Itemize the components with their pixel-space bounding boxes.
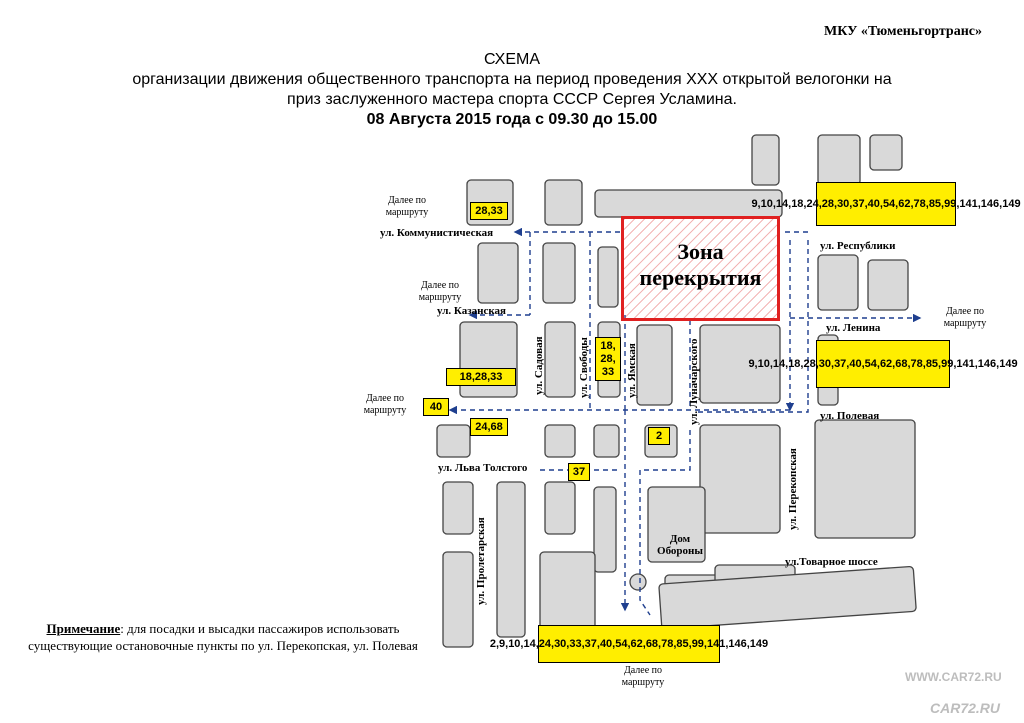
further-line2: маршруту	[363, 405, 407, 416]
scheme-date: 08 Августа 2015 года с 09.30 до 15.00	[366, 111, 658, 128]
route-box-r7: 24,68	[470, 418, 508, 436]
street-yamskaya: ул. Ямская	[626, 343, 638, 398]
further-label-e: Далее по маршруту	[930, 306, 1000, 330]
route-box-r5: 9,10,14,18,28,30,37,40,54,62,68,78,85,99…	[748, 340, 1018, 388]
route-box-r1: 28,33	[470, 202, 508, 220]
further-label-s: Далее по маршруту	[608, 665, 678, 689]
route-box-r3: 18,28,33	[446, 368, 516, 386]
further-line1: Далее по	[945, 306, 985, 317]
street-perekopskaya: ул. Перекопская	[787, 448, 799, 530]
watermark-logo: CAR72.RU	[930, 700, 1001, 716]
closure-zone-label-1: Зона	[677, 239, 724, 264]
city-blocks	[436, 134, 917, 648]
route-box-r6: 40	[423, 398, 449, 416]
street-kommunisticheskaya: ул. Коммунистическая	[380, 227, 494, 239]
further-label-w2: Далее по маршруту	[350, 393, 420, 417]
street-svobody: ул. Свободы	[578, 337, 590, 398]
building-name-line2: Обороны	[657, 545, 703, 557]
further-line2: маршруту	[943, 318, 987, 329]
street-lva-tolstogo: ул. Льва Толстого	[438, 462, 528, 474]
street-respubliki: ул. Республики	[820, 240, 896, 252]
further-label-nw: Далее по маршруту	[372, 195, 442, 219]
further-line2: маршруту	[385, 207, 429, 218]
street-proletarskaya: ул. Пролетарская	[475, 517, 487, 605]
street-lenina: ул. Ленина	[826, 322, 881, 334]
note-label: Примечание	[46, 621, 121, 636]
street-lunacharskogo: ул. Луначарского	[688, 338, 700, 425]
route-box-r8: 2	[648, 427, 670, 445]
note-block: Примечание: для посадки и высадки пассаж…	[28, 621, 418, 653]
watermark-url: WWW.CAR72.RU	[905, 670, 1002, 684]
street-tovarnoe-shosse: ул.Товарное шоссе	[785, 556, 878, 568]
organization-name: МКУ «Тюменьгортранс»	[824, 24, 982, 39]
closure-zone-label-2: перекрытия	[639, 265, 762, 290]
further-line1: Далее по	[365, 393, 405, 404]
street-kazanskaya: ул. Казанская	[437, 305, 506, 317]
further-line2: маршруту	[621, 677, 665, 688]
building-dom-oborony: Дом Обороны	[650, 533, 710, 557]
street-sadovaya: ул. Садовая	[533, 336, 545, 395]
note-text: для посадки и высадки пассажиров использ…	[28, 621, 418, 653]
scheme-title: СХЕМА	[484, 51, 540, 68]
route-box-r2: 9,10,14,18,24,28,30,37,40,54,62,78,85,99…	[751, 182, 1021, 226]
further-line2: маршруту	[418, 292, 462, 303]
building-name-line1: Дом	[669, 533, 691, 545]
further-line1: Далее по	[623, 665, 663, 676]
route-box-r4: 18,28,33	[595, 337, 621, 381]
further-label-w1: Далее по маршруту	[405, 280, 475, 304]
scheme-subtitle-line2: приз заслуженного мастера спорта СССР Се…	[287, 91, 737, 108]
further-line1: Далее по	[420, 280, 460, 291]
further-line1: Далее по	[387, 195, 427, 206]
closure-zone: Зона перекрытия	[621, 216, 780, 321]
route-box-r10: 2,9,10,14,24,30,33,37,40,54,62,68,78,85,…	[490, 625, 768, 663]
street-polevaya: ул. Полевая	[820, 410, 880, 422]
route-box-r9: 37	[568, 463, 590, 481]
scheme-subtitle-line1: организации движения общественного транс…	[132, 71, 892, 88]
